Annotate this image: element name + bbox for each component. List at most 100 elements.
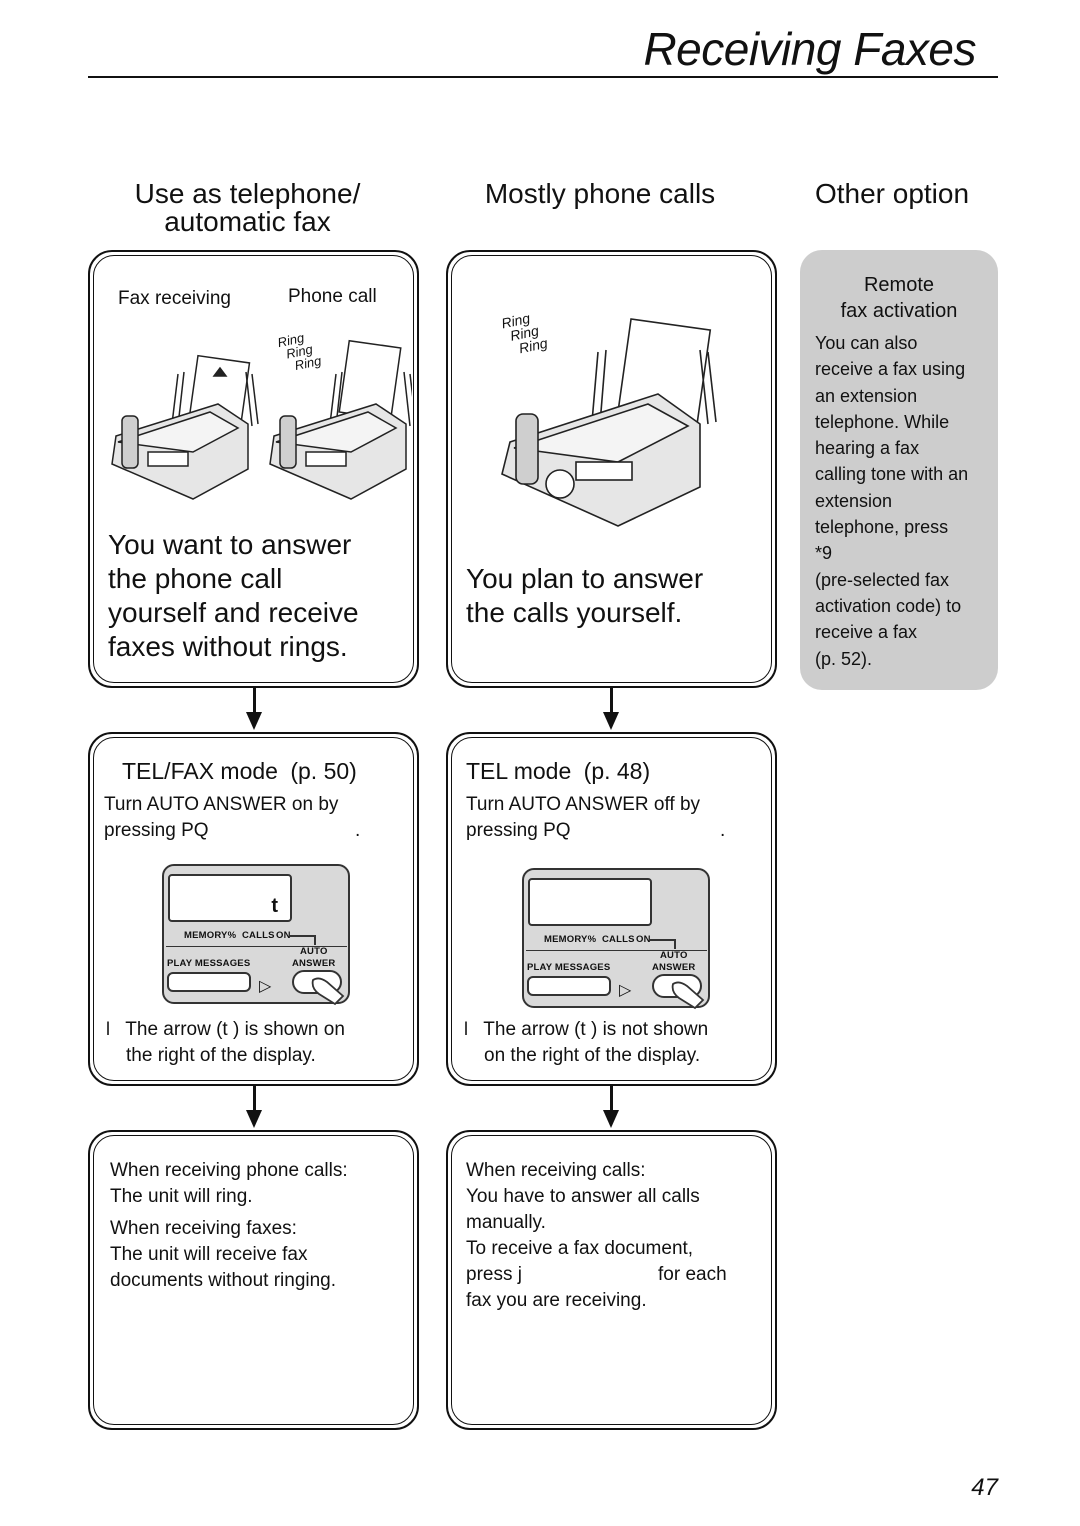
remote-fax-body-line: (pre-selected fax — [815, 569, 950, 590]
note-line2: on the right of the display. — [484, 1045, 701, 1066]
note-line1: The arrow (t ) is shown on — [125, 1019, 345, 1040]
panel-on-label: ON — [276, 930, 291, 941]
col1-description-line: You want to answer — [108, 529, 352, 560]
result-line: The unit will receive fax — [110, 1244, 308, 1265]
control-panel-on: t MEMORY% CALLS ON AUTO ANSWER PLAY MESS… — [162, 864, 350, 1006]
tel-mode-heading: TEL mode (p. 48) — [466, 758, 650, 784]
flow-arrow-down-icon — [246, 712, 262, 730]
remote-fax-body-line: receive a fax — [815, 622, 918, 643]
tel-result-box: When receiving calls: You have to answer… — [446, 1130, 777, 1430]
result-line: The unit will ring. — [110, 1186, 253, 1207]
panel-memory-label: MEMORY% — [184, 930, 237, 941]
remote-fax-title-line1: Remote — [863, 274, 935, 296]
col1-description-line: yourself and receive — [108, 597, 359, 628]
flow-arrow-shaft — [610, 1086, 613, 1112]
note-line1: The arrow (t ) is not shown — [483, 1019, 709, 1040]
ring-text-col2: Ring Ring Ring — [500, 308, 549, 358]
remote-fax-body-line: hearing a fax — [815, 438, 920, 459]
ring-text-col1: Ring Ring Ring — [276, 328, 322, 374]
ring-word: Ring — [276, 329, 306, 351]
play-triangle-icon: ▷ — [259, 978, 272, 995]
control-panel-off: MEMORY% CALLS ON AUTO ANSWER PLAY MESSAG… — [522, 868, 710, 1010]
fax-machine-large-icon — [501, 318, 717, 527]
remote-fax-body-line: an extension — [815, 385, 918, 406]
mode-name: TEL mode — [466, 758, 572, 784]
tel-fax-result-box: When receiving phone calls: The unit wil… — [88, 1130, 419, 1430]
play-messages-button[interactable] — [167, 972, 251, 992]
col1-heading: Use as telephone/ automatic fax — [100, 180, 395, 236]
finger-press-icon — [311, 977, 345, 1006]
auto-answer-button[interactable] — [292, 970, 342, 994]
result-line: You have to answer all calls — [466, 1186, 700, 1207]
panel-play-messages-label: PLAY MESSAGES — [527, 962, 611, 973]
fax-machine-right-icon — [269, 339, 412, 500]
instruction-line2: pressing PQ — [466, 820, 571, 841]
note-line2: the right of the display. — [126, 1045, 316, 1066]
result-line: manually. — [466, 1212, 546, 1233]
panel-auto-label: AUTO — [660, 950, 688, 961]
col1-description-line: faxes without rings. — [108, 631, 348, 662]
phone-call-label: Phone call — [288, 286, 377, 307]
auto-answer-button[interactable] — [652, 974, 702, 998]
page-number: 47 — [971, 1474, 998, 1501]
remote-fax-title-line2: fax activation — [840, 300, 958, 322]
mode-page-ref: (p. 50) — [290, 758, 357, 784]
display-arrow-marker: t — [271, 895, 278, 917]
fax-receiving-label: Fax receiving — [118, 288, 231, 309]
page-title: Receiving Faxes — [643, 23, 976, 75]
mode-name: TEL/FAX mode — [122, 758, 278, 784]
remote-fax-body-line: telephone, press — [815, 517, 949, 538]
col1-heading-line2: automatic fax — [164, 206, 331, 237]
tel-note: l The arrow (t ) is not shown on the rig… — [464, 1016, 708, 1069]
on-indicator-line — [290, 935, 316, 945]
tel-fax-instruction: Turn AUTO ANSWER on by pressing PQ . — [104, 792, 404, 844]
flow-arrow-shaft — [610, 688, 613, 714]
tel-mode-box: TEL mode (p. 48) Turn AUTO ANSWER off by… — [446, 732, 777, 1086]
col1-scenario-box: Fax receiving Phone call Ring Ring Ring — [88, 250, 419, 688]
panel-calls-label: CALLS — [242, 930, 275, 941]
tel-result: When receiving calls: You have to answer… — [466, 1158, 766, 1314]
instruction-line1: Turn AUTO ANSWER on by — [104, 794, 339, 815]
remote-fax-body-line: activation code) to — [815, 595, 962, 616]
panel-divider — [166, 946, 347, 947]
remote-fax-body-line: calling tone with an — [815, 464, 969, 485]
result-line: press j — [466, 1264, 522, 1285]
result-line: When receiving phone calls: — [110, 1160, 348, 1181]
col1-heading-line1: Use as telephone/ — [134, 178, 361, 209]
ring-word: Ring — [284, 341, 315, 362]
tel-fax-note: l The arrow (t ) is shown on the right o… — [106, 1016, 345, 1069]
note-bullet: l — [464, 1019, 468, 1039]
col1-description-line: the phone call — [108, 563, 283, 594]
col3-heading: Other option — [814, 178, 970, 209]
note-bullet: l — [106, 1019, 110, 1039]
fax-machine-illustrations — [111, 339, 412, 500]
col1-description: You want to answer the phone call yourse… — [108, 528, 359, 664]
result-line: documents without ringing. — [110, 1270, 337, 1291]
remote-fax-body-line: receive a fax using — [815, 359, 966, 380]
on-indicator-line — [650, 939, 676, 949]
panel-divider — [526, 950, 707, 951]
panel-play-messages-label: PLAY MESSAGES — [167, 958, 251, 969]
play-messages-button[interactable] — [527, 976, 611, 996]
panel-answer-label: ANSWER — [292, 958, 336, 969]
col2-heading: Mostly phone calls — [484, 178, 716, 209]
fax-machine-left-icon — [111, 354, 259, 500]
remote-fax-body: You can also receive a fax using an exte… — [815, 330, 968, 672]
tel-fax-result: When receiving phone calls: The unit wil… — [110, 1158, 348, 1294]
flow-arrow-shaft — [253, 688, 256, 714]
col2-description: You plan to answer the calls yourself. — [466, 562, 703, 630]
panel-auto-label: AUTO — [300, 946, 328, 957]
finger-press-icon — [671, 981, 705, 1010]
ring-word: Ring — [293, 352, 323, 374]
flow-arrow-down-icon — [603, 712, 619, 730]
play-triangle-icon: ▷ — [619, 982, 632, 999]
tel-fax-mode-heading: TEL/FAX mode (p. 50) — [122, 758, 357, 784]
remote-fax-activation-box: Remote fax activation You can also recei… — [800, 250, 998, 690]
remote-fax-body-line: extension — [815, 490, 893, 511]
ring-word: Ring — [508, 322, 541, 344]
col2-description-line: You plan to answer — [466, 563, 704, 594]
panel-calls-label: CALLS — [602, 934, 635, 945]
title-rule — [88, 76, 998, 78]
ring-word: Ring — [517, 334, 549, 357]
flow-arrow-down-icon — [603, 1110, 619, 1128]
